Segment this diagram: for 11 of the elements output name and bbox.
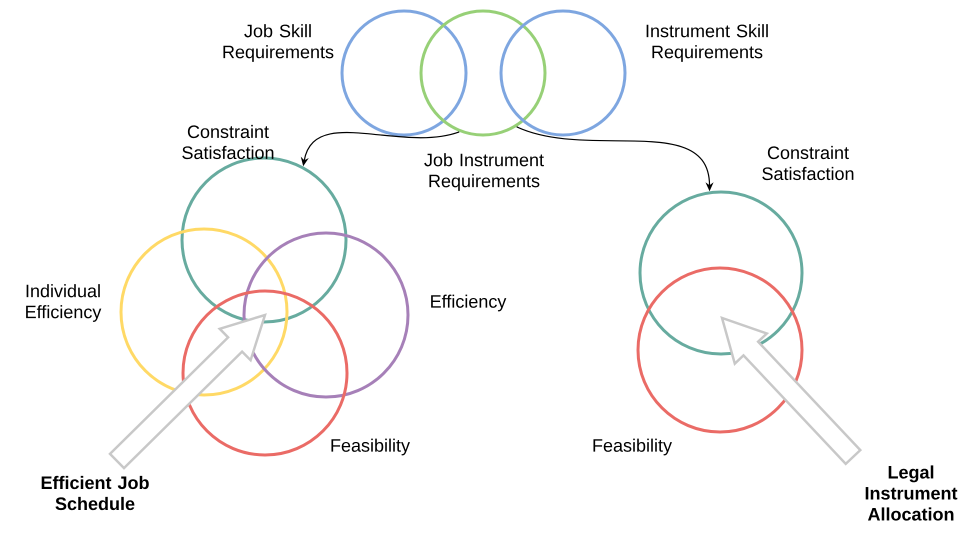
bold-label: Efficient Job Schedule	[42, 476, 149, 510]
circle-label: Job Skill Requirements	[223, 24, 334, 62]
circle-label: Efficiency	[431, 294, 506, 312]
circle-label: Constraint Satisfaction	[762, 146, 854, 180]
circle-label: Job Instrument Requirements	[424, 153, 544, 191]
circle-label: Feasibility	[593, 438, 672, 456]
circle-label: Constraint Satisfaction	[182, 124, 274, 160]
circle-label: Instrument Skill Requirements	[646, 24, 768, 62]
circle-label: Individual Efficiency	[26, 284, 102, 322]
circle-label: Feasibility	[331, 438, 410, 456]
bold-label: Legal Instrument Allocation	[866, 465, 958, 521]
